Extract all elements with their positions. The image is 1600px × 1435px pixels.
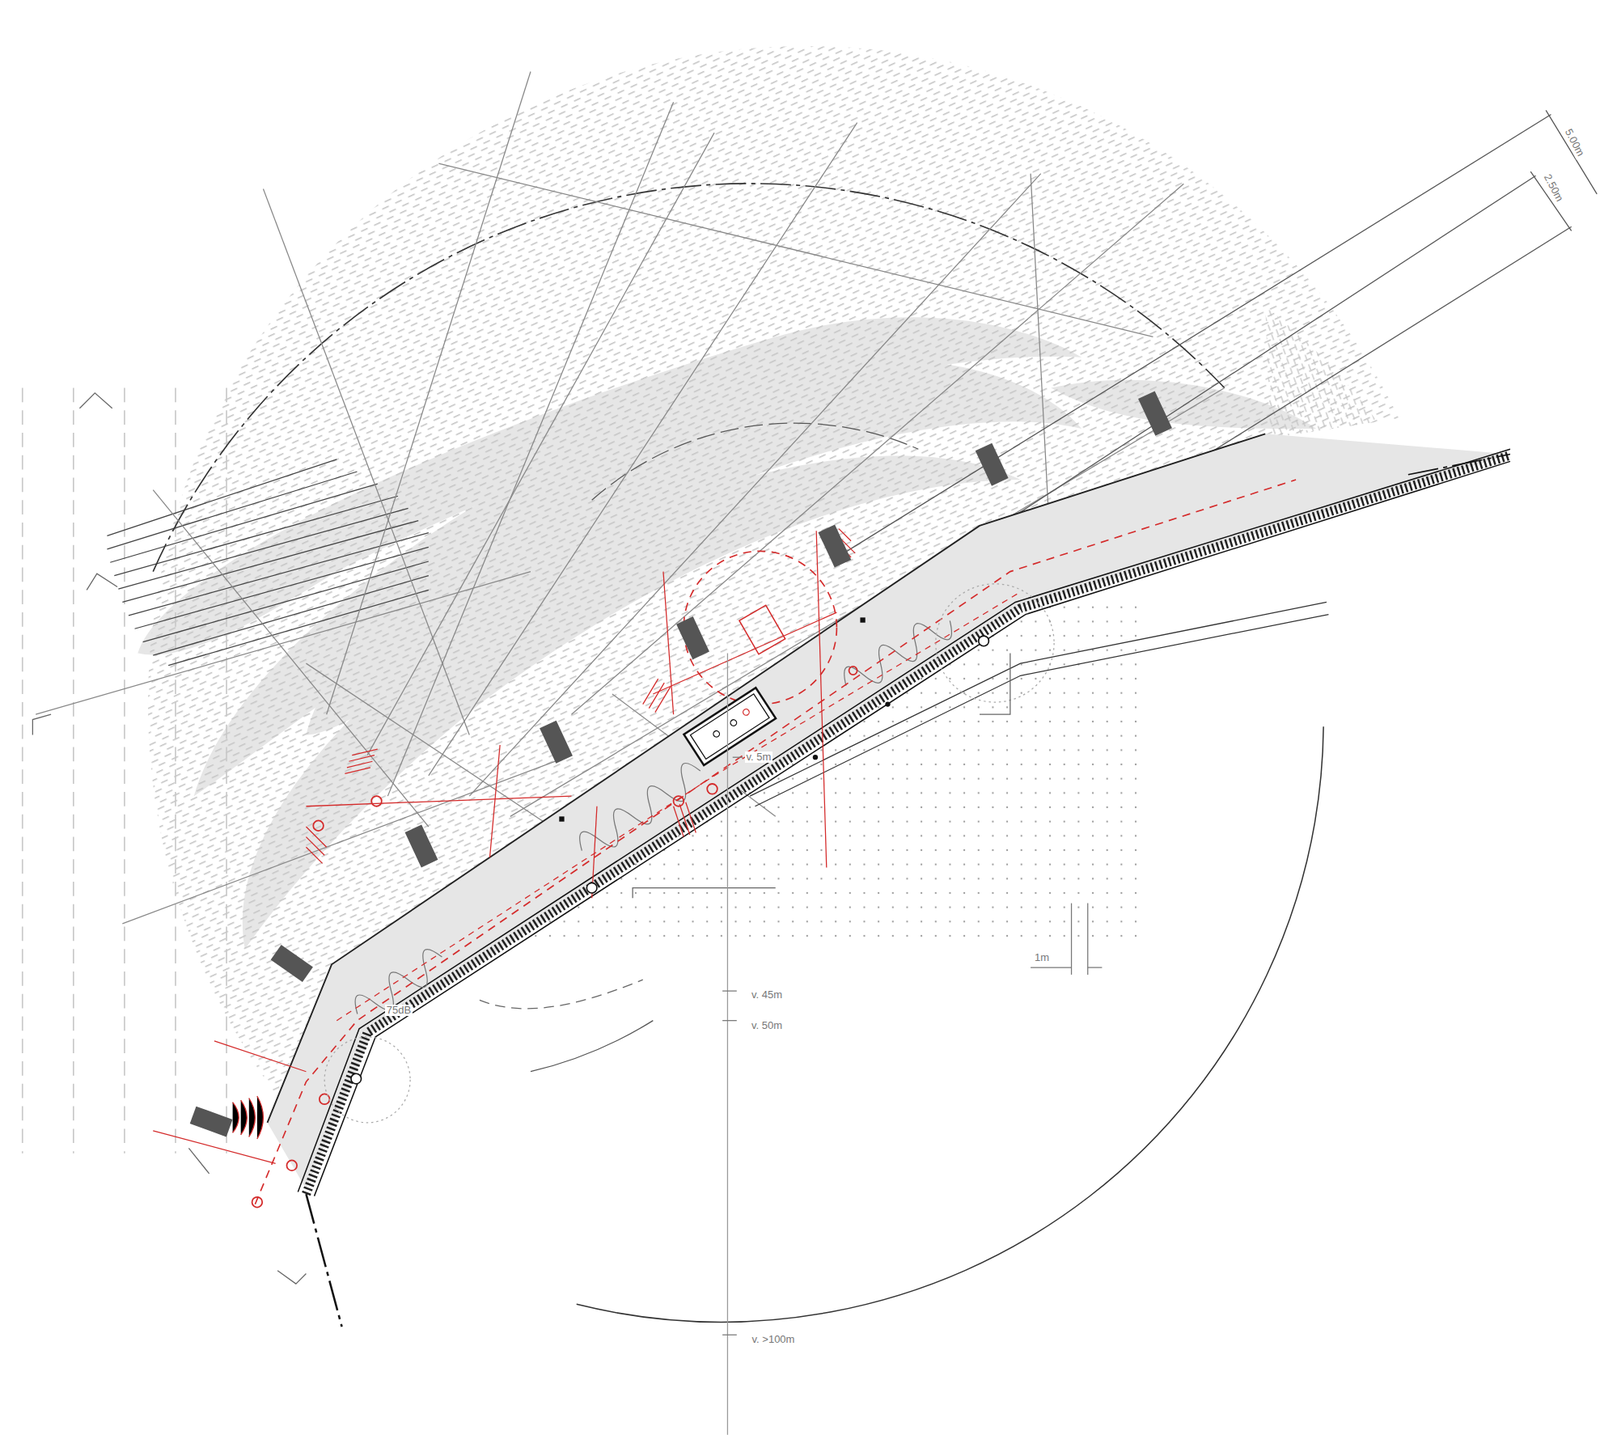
- dimension-label: 1m: [1032, 952, 1051, 965]
- dimension-label: v. 50m: [749, 1020, 784, 1033]
- dimension-label: v. >100m: [750, 1333, 797, 1347]
- dimension-label: v. 5m: [744, 751, 774, 764]
- dimension-label: v. 45m: [749, 989, 784, 1002]
- dimension-label: 75dB: [385, 1004, 413, 1017]
- dimension-label: 2.50m: [1540, 170, 1567, 205]
